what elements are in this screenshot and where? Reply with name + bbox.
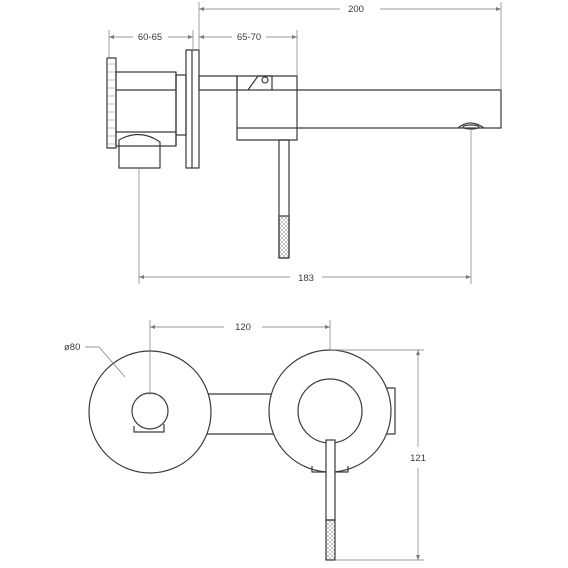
side-view: 200 60-65 65-70 183 (106, 2, 502, 284)
dimension-outlet-distance: 183 (138, 130, 472, 284)
front-view: 120 ø80 121 (64, 320, 426, 561)
dimension-wall-depth: 60-65 (108, 30, 194, 58)
spout-body-front (206, 393, 276, 435)
label-body-offset: 65-70 (237, 32, 261, 43)
dimension-plate-diameter: ø80 (64, 342, 126, 378)
label-center-distance: 120 (235, 322, 251, 333)
spout (198, 75, 502, 141)
dimension-body-offset: 65-70 (199, 30, 298, 76)
front-cover-plate (185, 49, 200, 169)
lever-handle (278, 139, 290, 259)
back-wall-plate (106, 57, 117, 149)
label-handle-height: 121 (410, 453, 426, 464)
concealed-body (115, 71, 187, 169)
label-spout-length: 200 (348, 4, 364, 15)
label-outlet-distance: 183 (298, 273, 314, 284)
dimension-handle-height: 121 (330, 349, 426, 561)
dimension-center-distance: 120 (149, 320, 331, 395)
label-plate-diameter: ø80 (64, 342, 80, 353)
dimension-spout-length: 200 (198, 2, 502, 90)
label-wall-depth: 60-65 (138, 32, 162, 43)
front-lever-handle (325, 439, 336, 561)
